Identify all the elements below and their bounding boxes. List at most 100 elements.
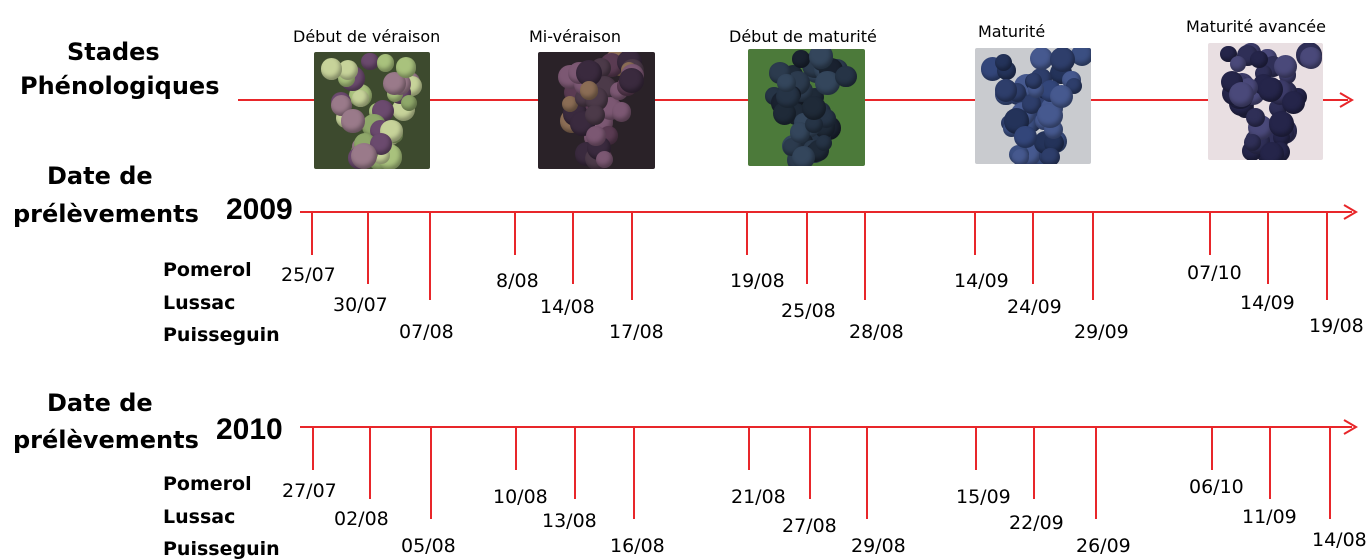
grape-berry <box>1258 77 1284 103</box>
ticks-2010 <box>312 427 1331 519</box>
grape-berry <box>802 96 827 121</box>
grape-berry <box>382 71 406 95</box>
sample-date-2009-4: 8/08 <box>496 270 539 292</box>
grape-berry <box>1229 81 1255 107</box>
grape-berry <box>360 52 379 71</box>
sample-date-2010-15: 14/08 <box>1312 529 1367 551</box>
sampling-header-2009-line1: Date de <box>47 162 153 190</box>
sample-date-2010-5: 13/08 <box>542 510 597 532</box>
sample-date-2009-14: 14/09 <box>1240 292 1295 314</box>
stage-label-debut-maturite: Début de maturité <box>729 27 877 46</box>
sample-date-2009-10: 14/09 <box>954 270 1009 292</box>
grape-berry <box>835 65 857 87</box>
sample-date-2009-8: 25/08 <box>781 300 836 322</box>
grape-berry <box>789 122 811 143</box>
sample-date-2010-8: 27/08 <box>782 515 837 537</box>
ticks-2009 <box>311 212 1328 300</box>
grape-berry <box>805 116 823 134</box>
sample-date-2010-12: 26/09 <box>1076 535 1131 557</box>
grape-berry <box>377 54 395 72</box>
sample-date-2009-13: 07/10 <box>1187 262 1242 284</box>
grape-berry <box>1244 134 1261 152</box>
grape-berry <box>320 58 342 80</box>
stage-label-debut-veraison: Début de véraison <box>293 27 441 46</box>
grape-berry <box>337 59 359 80</box>
grape-berry <box>1250 50 1268 68</box>
site-label-puisseguin-2009: Puisseguin <box>163 324 280 346</box>
sample-date-2009-2: 30/07 <box>333 294 388 316</box>
stage-label-mi-veraison: Mi-véraison <box>529 27 621 46</box>
sample-date-2009-3: 07/08 <box>399 321 454 343</box>
grape-berry <box>1281 91 1305 114</box>
grape-berry <box>586 125 606 146</box>
grape-berry <box>352 90 370 107</box>
grape-berry <box>777 73 796 93</box>
grape-berry <box>815 134 833 152</box>
grape-berry <box>395 57 417 78</box>
sample-date-2010-4: 10/08 <box>493 486 548 508</box>
stages-header-line1: Stades <box>67 38 160 66</box>
sample-date-2010-11: 22/09 <box>1009 512 1064 534</box>
year-label-2009: 2009 <box>226 193 293 226</box>
stage-label-maturite: Maturité <box>978 22 1046 41</box>
grape-berry <box>1025 72 1043 90</box>
sample-date-2009-12: 29/09 <box>1074 321 1129 343</box>
sample-date-2009-1: 25/07 <box>281 264 336 286</box>
sample-date-2009-7: 19/08 <box>730 270 785 292</box>
site-label-lussac-2009: Lussac <box>163 292 236 314</box>
grape-berry <box>1021 94 1042 114</box>
axis-2009 <box>300 204 1358 220</box>
grape-berry <box>1230 56 1247 73</box>
sample-date-2010-6: 16/08 <box>610 535 665 557</box>
grape-berry <box>1050 84 1074 108</box>
grape-berry <box>400 94 418 112</box>
grapes-start-veraison-photo <box>314 52 430 169</box>
sample-date-2009-15: 19/08 <box>1309 315 1364 337</box>
grape-berry <box>1049 48 1076 73</box>
sampling-header-2009-line2: prélèvements <box>13 200 199 228</box>
sample-date-2010-14: 11/09 <box>1242 506 1297 528</box>
grapes-maturity-photo <box>975 48 1091 164</box>
grape-berry <box>341 109 365 133</box>
sample-date-2009-9: 28/08 <box>849 321 904 343</box>
grape-berry <box>619 68 645 94</box>
sampling-header-2010-line2: prélèvements <box>13 426 199 454</box>
grape-berry <box>808 49 833 69</box>
grape-berry <box>994 79 1018 102</box>
year-label-2010: 2010 <box>216 413 283 446</box>
grape-berry <box>1070 48 1091 67</box>
sample-date-2010-9: 29/08 <box>851 535 906 557</box>
site-label-pomerol-2010: Pomerol <box>163 473 252 495</box>
sample-date-2009-5: 14/08 <box>540 296 595 318</box>
grape-berry <box>596 150 614 168</box>
grapes-advanced-maturity-photo <box>1208 43 1323 160</box>
grape-berry <box>1011 148 1029 164</box>
sample-date-2010-10: 15/09 <box>956 486 1011 508</box>
grape-berry <box>1029 48 1053 70</box>
stage-label-maturite-avancee: Maturité avancée <box>1186 17 1326 36</box>
grape-berry <box>791 146 815 166</box>
grape-berry <box>1259 142 1284 160</box>
grape-berry <box>1040 147 1060 164</box>
site-label-puisseguin-2010: Puisseguin <box>163 538 280 560</box>
sample-date-2010-7: 21/08 <box>731 486 786 508</box>
stages-header-line2: Phénologiques <box>20 72 220 100</box>
grape-berry <box>350 142 377 169</box>
grape-berry <box>1269 111 1295 137</box>
grape-berry <box>995 53 1013 71</box>
grape-berry <box>1245 107 1266 128</box>
sampling-header-2010-line1: Date de <box>47 389 153 417</box>
grape-berry <box>584 104 606 126</box>
axis-2010 <box>300 419 1358 435</box>
grape-berry <box>791 50 810 68</box>
grape-berry <box>579 80 599 100</box>
grapes-start-maturity-photo <box>748 49 865 166</box>
sample-date-2010-3: 05/08 <box>401 535 456 557</box>
sample-date-2010-13: 06/10 <box>1189 476 1244 498</box>
sample-date-2009-6: 17/08 <box>609 321 664 343</box>
grape-berry <box>1014 125 1037 149</box>
sample-date-2010-1: 27/07 <box>282 480 337 502</box>
sample-date-2010-2: 02/08 <box>334 508 389 530</box>
site-label-pomerol-2009: Pomerol <box>163 259 252 281</box>
